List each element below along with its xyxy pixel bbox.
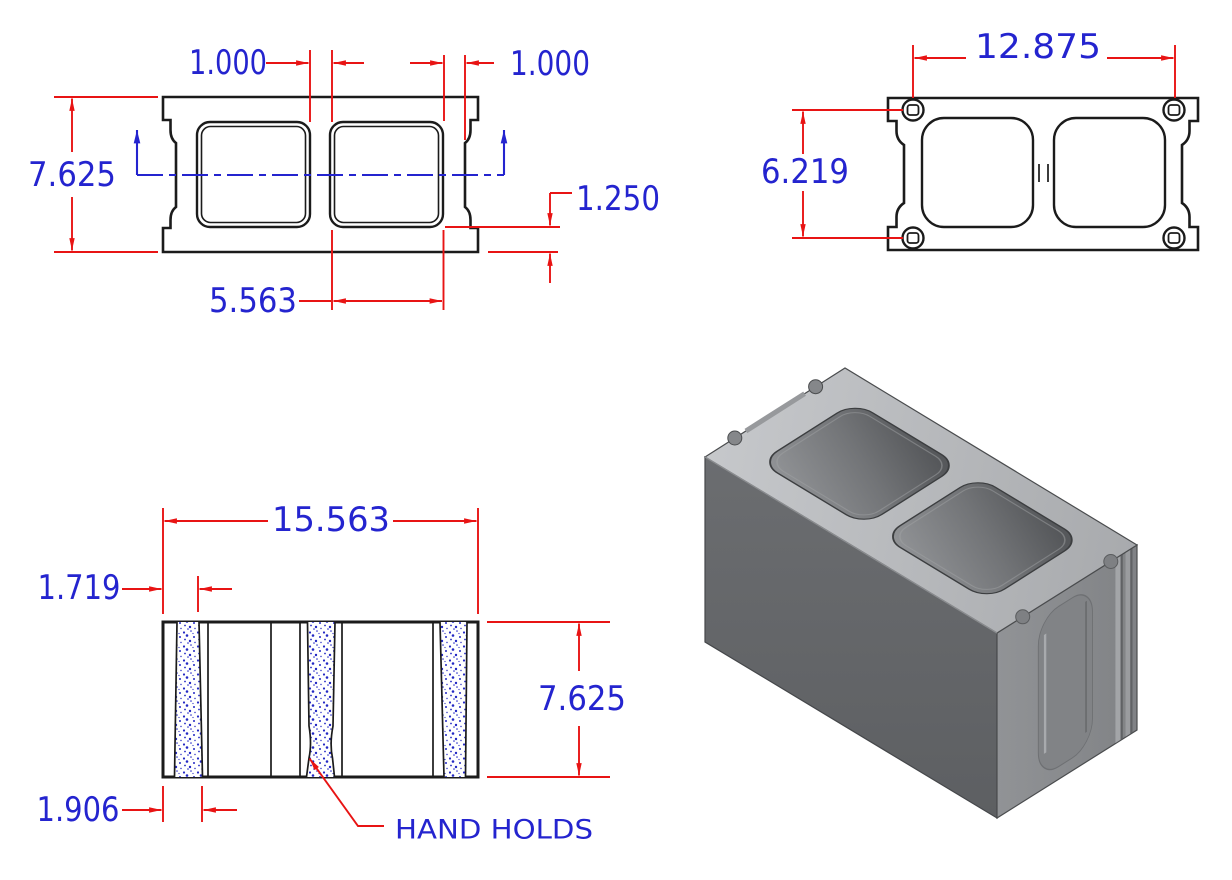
dim-side-depth-label: 7.625: [538, 679, 626, 719]
dim-plan-web: 1.000: [189, 43, 364, 122]
dim-plan-core: 5.563: [209, 230, 445, 321]
hand-hold-band-center: [299, 621, 343, 778]
dim-bottom-offset-label: 6.219: [761, 152, 849, 192]
hand-holds-leader: [308, 757, 384, 827]
bottom-pilot-holes: [901, 98, 1186, 250]
hand-hold-band-right: [439, 621, 468, 778]
dim-bottom-offset: 6.219: [761, 109, 903, 239]
core-holes: [769, 407, 1073, 595]
dim-side-inset-top-label: 1.719: [38, 568, 121, 608]
bottom-core-right: [1052, 116, 1167, 229]
dim-plan-endwall-label: 1.000: [510, 44, 590, 84]
dim-side-length: 15.563: [162, 500, 479, 614]
end-groove-strip: [744, 391, 806, 434]
plan-centerline: [133, 130, 508, 177]
dim-side-inset-bottom: 1.906: [37, 786, 237, 830]
dim-bottom-spacing-label: 12.875: [975, 27, 1101, 67]
edge-notches: [727, 379, 1119, 625]
end-face-groove: [1037, 548, 1133, 771]
dim-side-inset-top: 1.719: [38, 568, 232, 612]
bottom-view: 12.875 6.219: [761, 27, 1200, 252]
top-front-edge-highlight: [704, 456, 998, 634]
bottom-block-outline: [886, 96, 1200, 252]
dim-plan-shell-label: 1.250: [576, 179, 660, 219]
dim-plan-core-label: 5.563: [209, 281, 297, 321]
dim-plan-depth-label: 7.625: [28, 155, 116, 195]
dim-plan-shell: 1.250: [445, 179, 660, 283]
hand-holds-label: HAND HOLDS: [395, 815, 593, 846]
dim-bottom-spacing: 12.875: [912, 27, 1176, 98]
bottom-core-left: [920, 116, 1035, 229]
core-hole-left: [769, 407, 950, 520]
iso-view: [703, 367, 1139, 820]
plan-block-outline: [161, 95, 480, 254]
dim-side-length-label: 15.563: [272, 500, 390, 540]
dim-plan-web-label: 1.000: [189, 43, 267, 83]
hand-holds-callout: HAND HOLDS: [308, 757, 593, 846]
plan-view: 7.625 1.000 1.000 5.563 1: [28, 43, 660, 321]
core-hole-right: [892, 482, 1073, 595]
bottom-web-slot: [1038, 164, 1049, 182]
dim-plan-endwall: 1.000: [410, 44, 590, 140]
hand-hold-band-left: [173, 621, 204, 778]
side-view: 15.563 1.719 1.906 7.625 HAND HOLDS: [37, 500, 627, 846]
dim-side-depth: 7.625: [487, 621, 626, 778]
dim-plan-depth: 7.625: [28, 96, 158, 253]
dim-side-inset-bottom-label: 1.906: [37, 790, 120, 830]
